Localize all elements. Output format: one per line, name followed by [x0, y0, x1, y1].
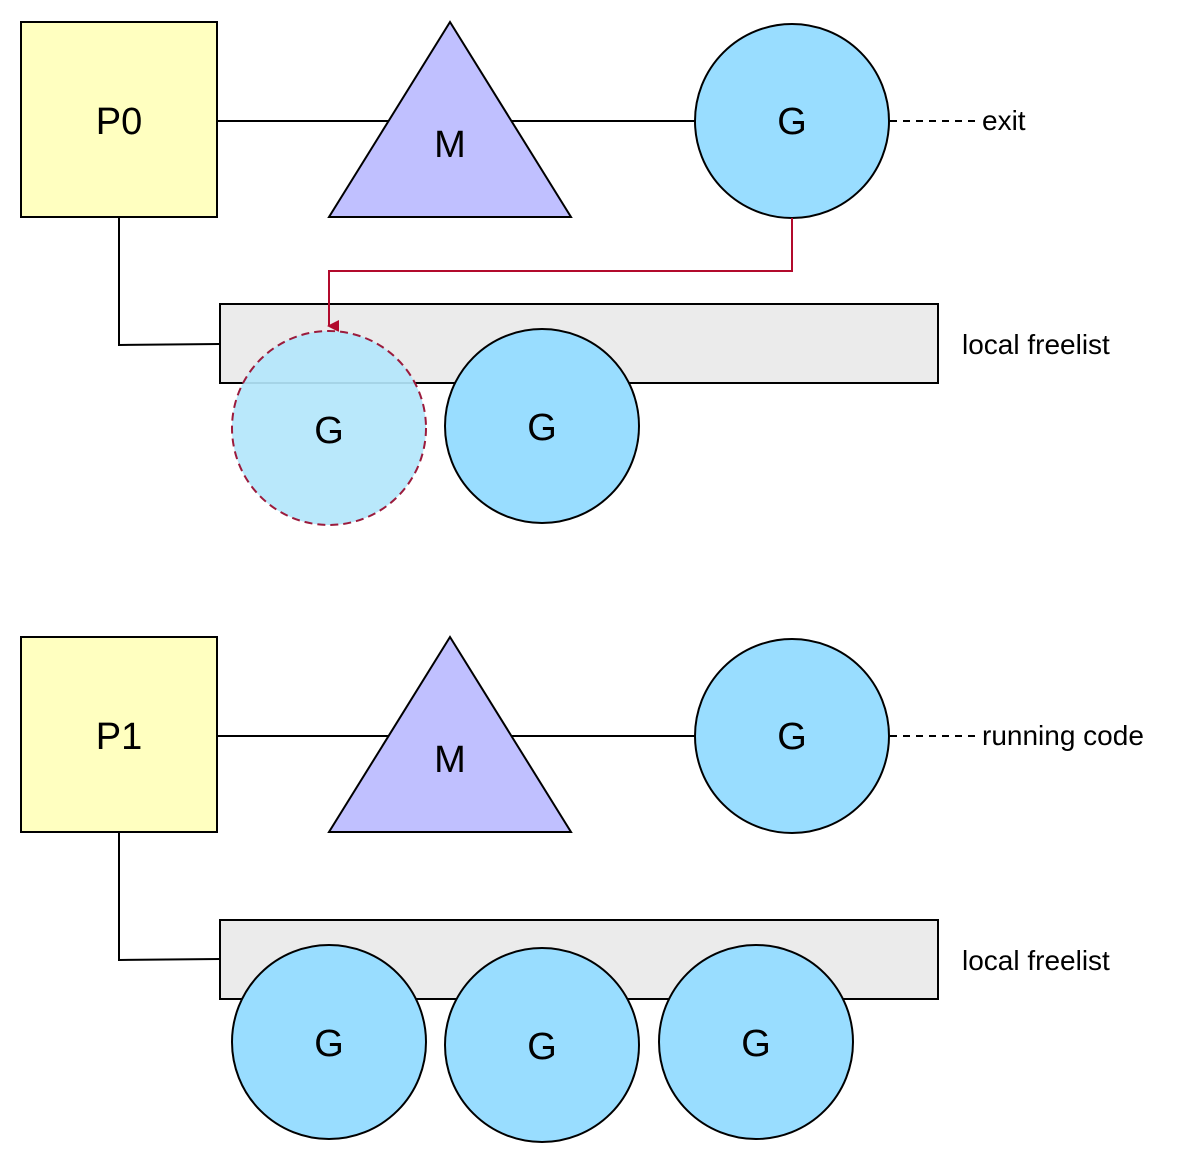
- p-to-freelist-connector: [118, 833, 221, 962]
- processor-box: [20, 21, 218, 218]
- panel-p0: P0 M G exit local freelist G G: [20, 20, 1110, 526]
- incoming-freelist-goroutine-label: G: [314, 410, 344, 452]
- freelist-goroutine-label: G: [527, 1026, 557, 1068]
- running-goroutine-label: G: [777, 716, 807, 758]
- machine-label: M: [434, 739, 466, 781]
- freelist-goroutine: [444, 947, 640, 1143]
- machine-label: M: [434, 124, 466, 166]
- freelist-goroutine: [658, 944, 854, 1140]
- machine-triangle: [327, 20, 573, 218]
- local-freelist-label: local freelist: [962, 945, 1110, 976]
- processor-label: P0: [96, 101, 142, 143]
- running-goroutine-label: G: [777, 101, 807, 143]
- goroutine-status: exit: [982, 105, 1026, 136]
- machine-triangle: [327, 635, 573, 833]
- running-goroutine: [694, 638, 890, 834]
- processor-box: [20, 636, 218, 833]
- freelist-goroutine-label: G: [741, 1023, 771, 1065]
- return-to-freelist-arrow: [327, 218, 793, 332]
- freelist-goroutine-label: G: [314, 1023, 344, 1065]
- freelist-goroutine: [444, 328, 640, 524]
- incoming-freelist-goroutine: [231, 330, 427, 526]
- goroutine-status: running code: [982, 720, 1144, 751]
- panel-p1: P1 M G running code local freelist G G G: [20, 635, 1144, 1143]
- p-to-freelist-connector: [118, 218, 221, 347]
- local-freelist-label: local freelist: [962, 329, 1110, 360]
- processor-label: P1: [96, 716, 142, 758]
- freelist-goroutine-label: G: [527, 407, 557, 449]
- freelist-goroutine: [231, 944, 427, 1140]
